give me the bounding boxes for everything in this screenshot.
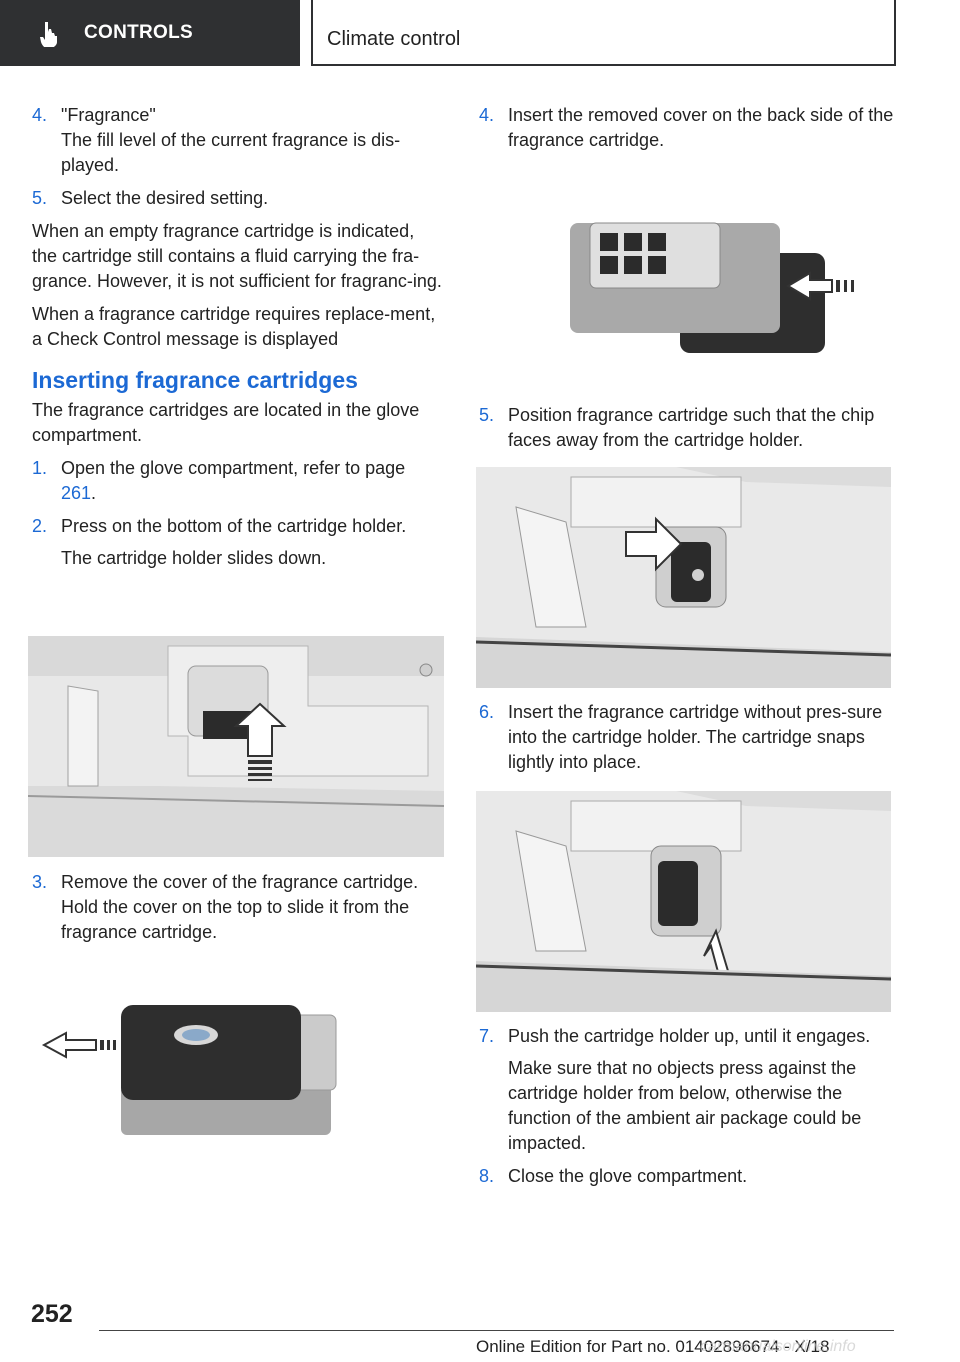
edition-note: Online Edition for Part no. 01402896674 … [476, 1337, 830, 1356]
step-item: 4. "Fragrance" The fill level of the cur… [32, 103, 444, 178]
step-item: 8. Close the glove compartment. [479, 1164, 894, 1189]
step-number: 8. [479, 1166, 495, 1186]
left-column: 4. "Fragrance" The fill level of the cur… [32, 103, 444, 579]
page-number: 252 [31, 1300, 73, 1328]
paragraph: When an empty fragrance cartridge is ind… [32, 221, 442, 291]
chapter-header: Climate control [311, 0, 896, 66]
step-text-end: . [91, 483, 97, 503]
right-column: 4. Insert the removed cover on the back … [479, 103, 894, 161]
holder-position-illustration [476, 467, 891, 688]
step-number: 7. [479, 1026, 495, 1046]
step-text: Select the desired setting. [61, 188, 269, 208]
step-subtext: Make sure that no objects press against … [508, 1058, 862, 1153]
hand-pointer-icon [40, 22, 57, 47]
cartridge-insert-illustration [476, 791, 891, 1012]
figure-cartridge-holder [28, 636, 444, 857]
section-label: CONTROLS [84, 22, 194, 43]
step-text: Open the glove compartment, refer to pag… [61, 458, 406, 478]
section-tab[interactable]: CONTROLS [0, 0, 300, 66]
page-link[interactable]: 261 [61, 483, 92, 503]
step-number: 5. [479, 405, 495, 425]
paragraph: The fragrance cartridges are located in … [32, 400, 420, 445]
step-text: Press on the bottom of the cartridge hol… [61, 516, 407, 536]
right-column-step7: 7. Push the cartridge holder up, until i… [479, 1024, 894, 1197]
step-number: 2. [32, 516, 48, 536]
step-item: 1. Open the glove compartment, refer to … [32, 456, 444, 506]
right-column-step6: 6. Insert the fragrance cartridge withou… [479, 700, 894, 783]
step-number: 6. [479, 702, 495, 722]
step-subtext: The cartridge holder slides down. [61, 548, 327, 568]
step-item: 4. Insert the removed cover on the back … [479, 103, 894, 153]
step-item: 3. Remove the cover of the fragrance car… [32, 870, 444, 945]
paragraph: When a fragrance cartridge requires repl… [32, 304, 436, 349]
cartridge-back-illustration [560, 218, 865, 358]
step-item: 6. Insert the fragrance cartridge withou… [479, 700, 894, 775]
step-number: 4. [32, 105, 48, 125]
step-text: The fill level of the current fragrance … [61, 130, 401, 175]
step-item: 5. Select the desired setting. [32, 186, 444, 211]
step-text: Insert the fragrance cartridge without p… [508, 702, 883, 772]
step-text: Position fragrance cartridge such that t… [508, 405, 875, 450]
right-column-step5: 5. Position fragrance cartridge such tha… [479, 403, 894, 461]
step-text: Close the glove compartment. [508, 1166, 748, 1186]
step-text: Remove the cover of the fragrance cartri… [61, 872, 419, 942]
step-number: 1. [32, 458, 48, 478]
chapter-title: Climate control [327, 28, 461, 50]
step-number: 3. [32, 872, 48, 892]
figure-insert-cover [560, 218, 865, 358]
cartridge-cover-illustration [36, 995, 346, 1145]
section-heading: Inserting fragrance cartridges [32, 367, 358, 393]
step-item: 7. Push the cartridge holder up, until i… [479, 1024, 894, 1156]
figure-insert-cartridge [476, 791, 891, 1012]
step-title: "Fragrance" [61, 105, 156, 125]
step-item: 5. Position fragrance cartridge such tha… [479, 403, 894, 453]
glove-box-illustration [28, 636, 444, 857]
footer-divider [99, 1330, 894, 1331]
watermark: carmanualsonline.info [700, 1338, 856, 1355]
left-column-lower: 3. Remove the cover of the fragrance car… [32, 870, 444, 953]
figure-remove-cover [36, 995, 346, 1145]
step-item: 2. Press on the bottom of the cartridge … [32, 514, 444, 571]
step-number: 4. [479, 105, 495, 125]
step-text: Insert the removed cover on the back sid… [508, 105, 894, 150]
figure-position-cartridge [476, 467, 891, 688]
step-text: Push the cartridge holder up, until it e… [508, 1026, 871, 1046]
step-number: 5. [32, 188, 48, 208]
